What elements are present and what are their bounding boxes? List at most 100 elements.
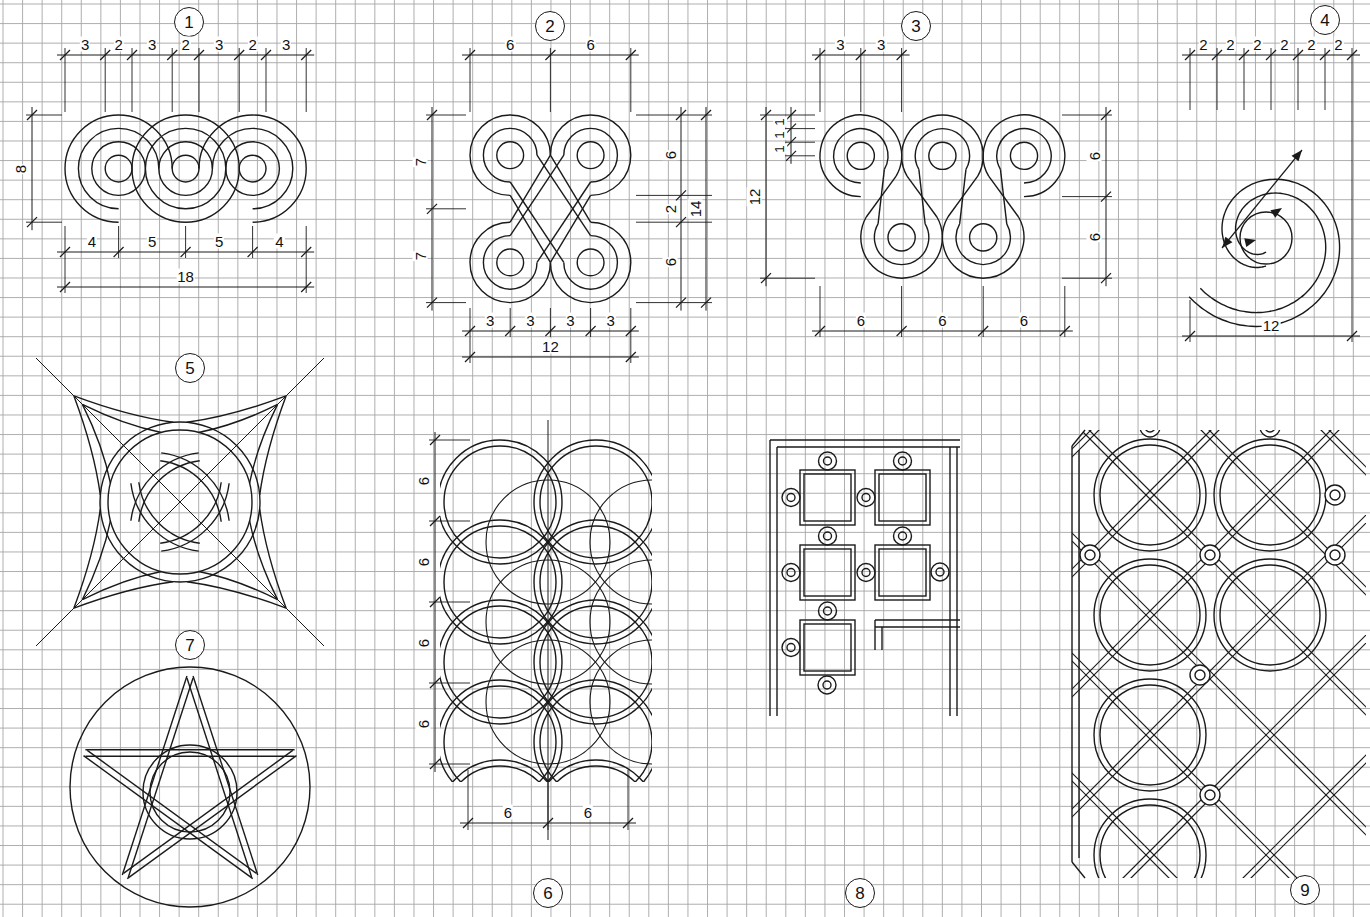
figure-line xyxy=(85,756,294,757)
dimension-line xyxy=(681,107,682,311)
arrow-head xyxy=(1270,208,1282,218)
grid-line xyxy=(0,43,1370,44)
figure-line xyxy=(907,176,937,217)
extension-line xyxy=(636,222,712,223)
grid-line xyxy=(433,0,434,917)
grid-line xyxy=(0,277,1370,278)
extension-line xyxy=(429,764,470,765)
square-frame xyxy=(879,549,926,596)
figure-line xyxy=(861,400,1361,900)
extension-line xyxy=(983,286,984,337)
figure-line xyxy=(131,483,199,551)
extension-line xyxy=(429,521,470,522)
grid-line xyxy=(453,0,454,917)
grid-line xyxy=(1001,0,1002,917)
grid-line xyxy=(0,532,1370,533)
figure-line xyxy=(787,494,795,502)
dimension-label: 3 xyxy=(485,313,495,328)
figure-line xyxy=(550,222,630,302)
grid-line xyxy=(687,0,688,917)
dimension-line xyxy=(57,55,314,56)
dimension-label: 6 xyxy=(1087,232,1102,242)
dimension-label: 6 xyxy=(416,475,431,485)
figure-line xyxy=(550,155,590,222)
figure-line xyxy=(159,142,213,196)
extension-line xyxy=(760,278,815,279)
figure-line xyxy=(819,527,837,545)
extension-line xyxy=(590,308,591,337)
figure-line xyxy=(1094,679,1206,791)
dimension-label: 6 xyxy=(503,805,513,820)
figure-line xyxy=(483,236,537,290)
figure-line xyxy=(122,676,187,875)
figure-line xyxy=(82,572,161,600)
grid-line xyxy=(668,0,669,917)
grid-line xyxy=(0,395,1370,396)
figure-line xyxy=(590,640,652,764)
grid-line xyxy=(492,0,493,917)
grid-line xyxy=(120,0,121,917)
figure-line xyxy=(1229,400,1370,900)
figure-line xyxy=(741,400,1241,900)
lattice-pattern xyxy=(381,400,1370,911)
extension-line xyxy=(429,602,470,603)
figure-line xyxy=(1171,400,1370,900)
figure-line xyxy=(212,128,292,208)
dimension-label: 6 xyxy=(583,805,593,820)
construction-line xyxy=(36,358,324,646)
figure-line xyxy=(1100,805,1200,905)
dimension-label: 6 xyxy=(505,37,515,52)
figure-line xyxy=(862,494,870,502)
figure-line xyxy=(629,400,1129,900)
dimension-line xyxy=(706,107,707,311)
figure-line xyxy=(139,482,200,543)
grid-line xyxy=(707,0,708,917)
figure-line xyxy=(226,142,280,196)
figure-line xyxy=(1100,445,1200,545)
figure-line xyxy=(949,447,950,716)
figure-number: 8 xyxy=(845,878,875,908)
grid-line xyxy=(1314,0,1315,917)
figure-line xyxy=(782,489,800,507)
dimension-line xyxy=(57,287,314,288)
knob xyxy=(1080,545,1100,565)
figure-line xyxy=(936,568,944,576)
figure-line xyxy=(1330,490,1340,500)
grid-line xyxy=(0,904,1370,905)
figure-line xyxy=(65,115,172,222)
dimension-label: 6 xyxy=(663,257,678,267)
figure-line xyxy=(1220,445,1320,545)
figure-line xyxy=(862,569,870,577)
dimension-label: 5 xyxy=(214,234,224,249)
extension-line xyxy=(132,48,133,112)
figure-line xyxy=(1059,400,1370,900)
figure-line xyxy=(577,142,604,169)
grid-line xyxy=(0,414,1370,415)
dimension-label: 3 xyxy=(80,37,90,52)
figure-line xyxy=(577,249,604,276)
figure-line xyxy=(1205,790,1215,800)
dimension-label: 1 xyxy=(773,144,787,154)
figure-line xyxy=(127,756,296,879)
figure-line xyxy=(540,686,652,782)
grid-line xyxy=(0,375,1370,376)
figure-line xyxy=(160,482,221,543)
figure-line xyxy=(1109,400,1370,900)
figure-line xyxy=(550,195,590,262)
dimension-label: 2 xyxy=(180,37,190,52)
dimension-label: 3 xyxy=(281,37,291,52)
figure-line xyxy=(534,440,652,564)
dimension-label: 14 xyxy=(688,199,703,218)
extension-line xyxy=(630,48,631,112)
extension-line xyxy=(550,48,551,112)
construction-line xyxy=(36,358,324,646)
figure-line xyxy=(1330,550,1340,560)
grid-line xyxy=(1353,0,1354,917)
square-frame xyxy=(804,549,851,596)
figure-line xyxy=(769,440,770,716)
figure-line xyxy=(948,176,978,217)
grid-line xyxy=(0,688,1370,689)
grid-line xyxy=(1079,0,1080,917)
figure-line xyxy=(857,564,875,582)
grid-line xyxy=(0,767,1370,768)
